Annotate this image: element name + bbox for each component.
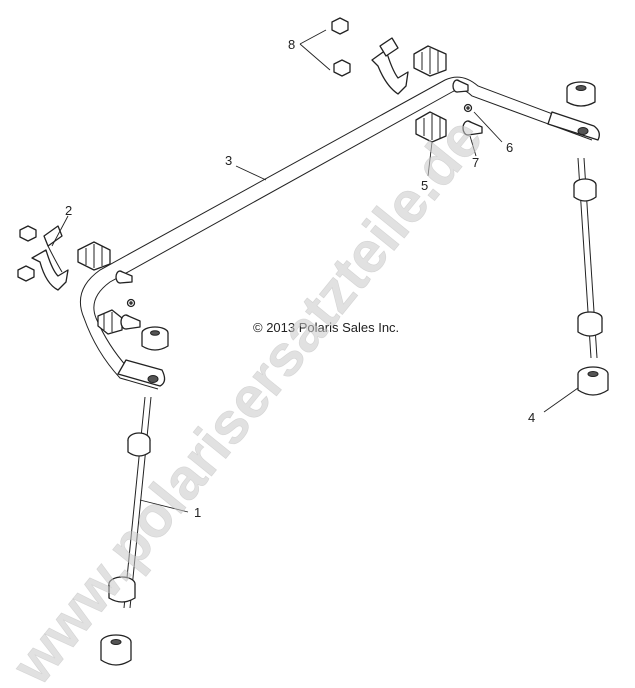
bar-end-bushing-icon[interactable] [566,81,596,107]
callout-7: 7 [472,155,479,170]
stabilizer-link-rod-left-icon[interactable] [108,396,152,609]
stabilizer-link-rod-right-icon[interactable] [573,157,603,359]
bolt-left-icon[interactable] [120,314,141,330]
callout-2: 2 [65,203,72,218]
callout-5: 5 [421,178,428,193]
split-bushing-icon[interactable] [415,111,447,143]
nut-left-icon[interactable] [126,298,136,308]
bolt-left-top-icon[interactable] [115,270,133,284]
bar-end-bushing-left-icon[interactable] [141,326,169,351]
flange-nut-left-icon[interactable] [17,225,37,282]
link-bushing-left-icon[interactable] [100,634,132,666]
nut-icon[interactable] [463,103,473,113]
callout-6: 6 [506,140,513,155]
watermark-text: www.polarisersatzteile.de [0,106,495,688]
bolt-icon[interactable] [462,120,483,136]
flange-nut-icon[interactable] [331,17,351,77]
bushing-clamp-left-icon[interactable] [31,225,69,291]
bushing-clamp-right-icon[interactable] [371,37,409,95]
callout-1: 1 [194,505,201,520]
leader-lines [51,29,579,513]
copyright-notice: © 2013 Polaris Sales Inc. [253,320,399,335]
split-bushing-left-icon[interactable] [77,241,111,271]
split-bushing-top-right-icon[interactable] [413,45,447,77]
callout-3: 3 [225,153,232,168]
link-bushing-icon[interactable] [577,366,609,396]
split-bushing-lower-left-icon[interactable] [97,309,123,335]
bolt-top-icon[interactable] [452,79,469,93]
callout-4: 4 [528,410,535,425]
callout-8: 8 [288,37,295,52]
